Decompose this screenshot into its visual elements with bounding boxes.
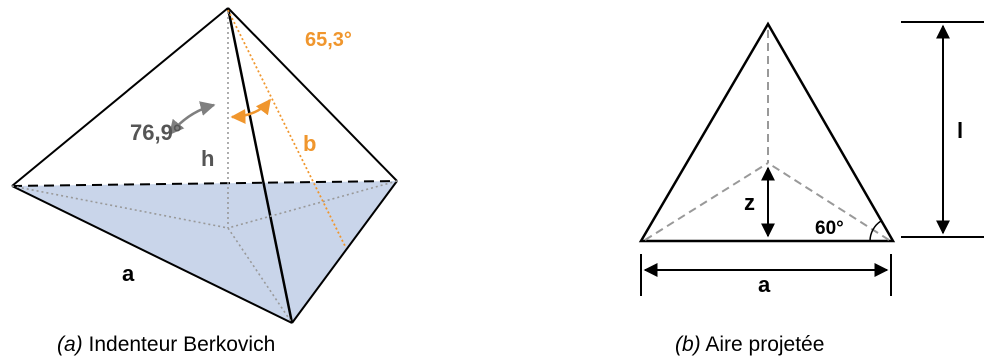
apothem-b-dotted: [227, 9, 347, 249]
median-left-dashed: [644, 162, 769, 241]
angle-arc-orange: [230, 98, 271, 124]
angle-arc-gray: [169, 101, 216, 136]
label-height-h: h: [201, 146, 214, 171]
label-z: z: [744, 190, 755, 215]
caption-a-prefix: (a): [57, 333, 83, 356]
caption-a-text: Indenteur Berkovich: [83, 333, 276, 356]
edge-base-back-dashed: [11, 180, 398, 187]
label-height-l: l: [957, 118, 963, 143]
berkovich-indenter-figure: 65,3° 76,9° h b a (a) Indenteur Berkovic…: [11, 7, 398, 356]
median-right-dotted: [227, 180, 398, 229]
projected-area-figure: l z 60° a (b) Aire projetée: [638, 21, 984, 356]
pyramid-base-face: [12, 181, 397, 323]
caption-figure-a: (a) Indenteur Berkovich: [57, 333, 275, 356]
caption-b-text: Aire projetée: [701, 333, 825, 356]
median-front-dotted: [227, 227, 293, 324]
edge-apex-left: [11, 7, 229, 187]
edge-base-left: [11, 185, 293, 324]
caption-figure-b: (b) Aire projetée: [675, 333, 824, 356]
label-angle-orange: 65,3°: [305, 29, 352, 51]
median-left-dotted: [11, 185, 229, 229]
label-side-a-b: a: [758, 272, 771, 297]
caption-b-prefix: (b): [675, 333, 701, 356]
label-angle-gray: 76,9°: [130, 120, 182, 145]
median-right-dashed: [767, 162, 890, 241]
label-side-a: a: [122, 261, 135, 286]
angle-arc-60: [869, 220, 882, 242]
edge-apex-right: [227, 7, 398, 182]
projected-triangle: [638, 21, 896, 243]
edge-base-right: [291, 180, 398, 324]
edge-apex-front: [226, 7, 294, 324]
label-apothem-b: b: [303, 131, 316, 156]
label-angle-60: 60°: [815, 218, 844, 239]
